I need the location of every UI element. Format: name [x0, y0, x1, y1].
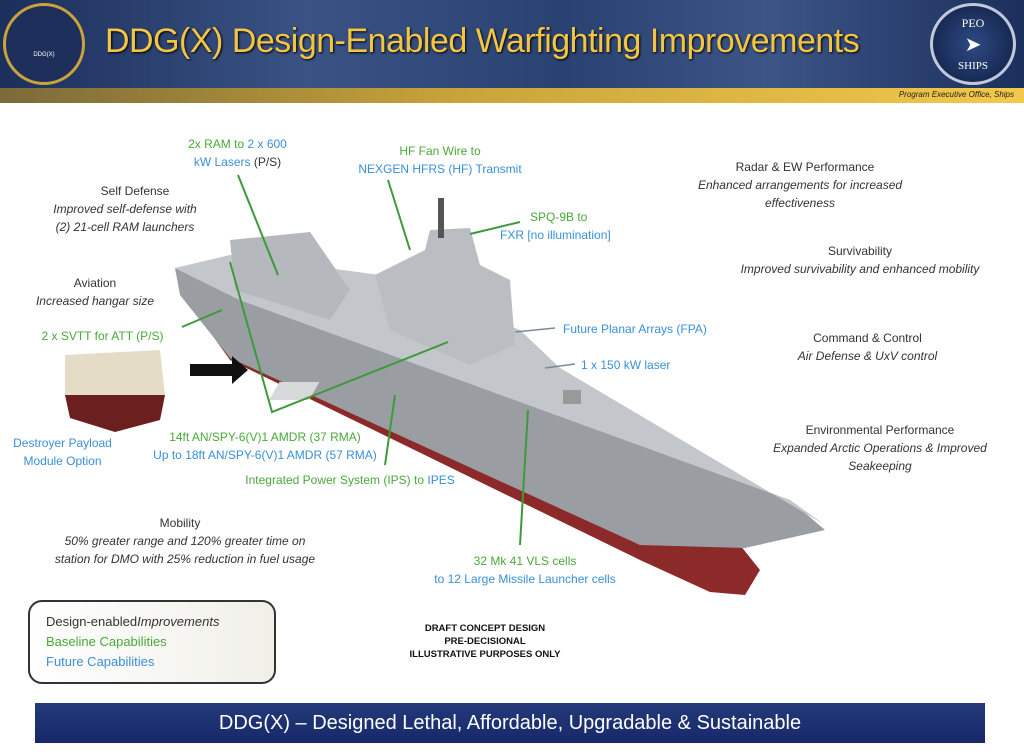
fpa-callout: Future Planar Arrays (FPA) [563, 322, 707, 336]
survivability-desc: Improved survivability and enhanced mobi… [740, 262, 980, 276]
legend-future: Future Capabilities [46, 654, 155, 669]
vls-future: to 12 Large Missile Launcher cells [434, 572, 616, 586]
self-defense-desc-2: (2) 21-cell RAM launchers [55, 220, 195, 234]
leader-svtt [181, 309, 223, 328]
leader-vls [519, 409, 529, 546]
vls-deck [269, 382, 320, 400]
environmental-desc-2: Seakeeping [848, 459, 912, 473]
radar-desc-1: Enhanced arrangements for increased [697, 178, 903, 192]
footer-banner: DDG(X) – Designed Lethal, Affordable, Up… [35, 703, 985, 743]
sail-icon: ➤ [964, 34, 982, 56]
mobility-desc-2: station for DMO with 25% reduction in fu… [54, 552, 316, 566]
vls-baseline: 32 Mk 41 VLS cells [473, 554, 577, 568]
ram-callout-line2: kW Lasers (P/S) [193, 155, 282, 169]
legend-baseline: Baseline Capabilities [46, 634, 167, 649]
gun-mount [563, 390, 581, 404]
payload-module-label-2: Module Option [23, 454, 102, 468]
spq-baseline: SPQ-9B to [530, 210, 588, 224]
page-title: DDG(X) Design-Enabled Warfighting Improv… [105, 22, 860, 60]
svtt-callout: 2 x SVTT for ATT (P/S) [41, 329, 164, 343]
aviation-desc: Increased hangar size [35, 294, 155, 308]
leader-spq [469, 221, 521, 235]
environmental-title: Environmental Performance [805, 423, 955, 437]
radar-desc-2: effectiveness [764, 196, 836, 210]
leader-hf [387, 179, 411, 251]
ram-callout-line1: 2x RAM to 2 x 600 [188, 137, 287, 151]
laser-callout: 1 x 150 kW laser [581, 358, 671, 372]
gold-bar: Program Executive Office, Ships [0, 88, 1024, 103]
header-banner [0, 0, 1024, 88]
amdr-future: Up to 18ft AN/SPY-6(V)1 AMDR (57 RMA) [153, 448, 377, 462]
payload-module-label-1: Destroyer Payload [13, 436, 112, 450]
environmental-desc-1: Expanded Arctic Operations & Improved [773, 441, 987, 455]
spq-future: FXR [no illumination] [500, 228, 611, 242]
amdr-baseline: 14ft AN/SPY-6(V)1 AMDR (37 RMA) [169, 430, 361, 444]
arrow-icon [190, 356, 248, 384]
draft-notice: DRAFT CONCEPT DESIGN PRE-DECISIONAL ILLU… [409, 623, 561, 660]
ddgx-program-logo: DDG(X) [3, 3, 85, 85]
leader-laser [544, 363, 576, 369]
header-subtitle: Program Executive Office, Ships [898, 90, 1014, 99]
payload-module-hull [65, 395, 165, 432]
survivability-title: Survivability [827, 244, 893, 258]
hf-baseline: HF Fan Wire to [399, 144, 481, 158]
mobility-title: Mobility [159, 516, 201, 530]
hf-future: NEXGEN HFRS (HF) Transmit [358, 162, 522, 176]
mobility-desc-1: 50% greater range and 120% greater time … [64, 534, 306, 548]
ship-hangar [230, 232, 350, 320]
leader-ram [237, 174, 279, 276]
ship-mast [438, 198, 444, 238]
c2-desc: Air Defense & UxV control [797, 349, 938, 363]
radar-title: Radar & EW Performance [735, 160, 875, 174]
ship-deck [175, 255, 825, 525]
leader-amdr [229, 261, 449, 414]
ship-superstructure [375, 228, 515, 365]
legend-design-enabled: Design-enabledImprovements [46, 614, 220, 629]
aviation-title: Aviation [73, 276, 117, 290]
leader-fpa [514, 327, 556, 333]
peo-ships-logo: PEO ➤ SHIPS [930, 3, 1016, 85]
ips-callout: Integrated Power System (IPS) to IPES [245, 473, 455, 487]
c2-title: Command & Control [813, 331, 922, 345]
self-defense-title: Self Defense [100, 184, 170, 198]
self-defense-desc-1: Improved self-defense with [53, 202, 197, 216]
legend: Design-enabledImprovements Baseline Capa… [28, 600, 276, 684]
ship-hull [175, 268, 825, 548]
leader-ips [384, 394, 396, 466]
